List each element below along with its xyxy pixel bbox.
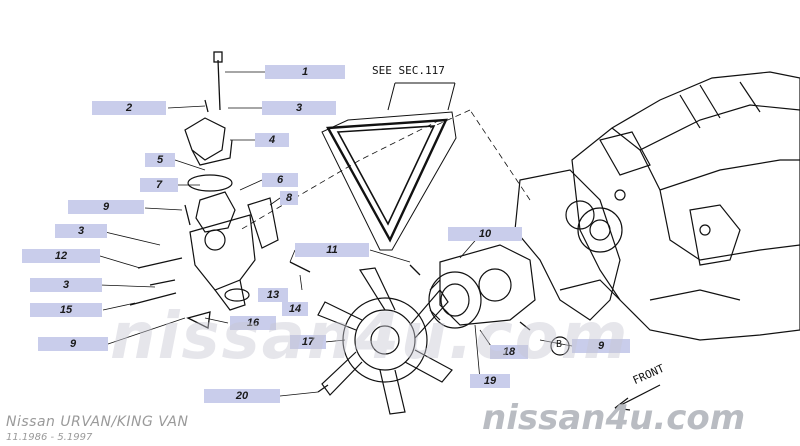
callout-9b[interactable]: 9 (38, 337, 108, 351)
callout-19[interactable]: 19 (470, 374, 510, 388)
callout-3a[interactable]: 3 (262, 101, 336, 115)
callout-8[interactable]: 8 (280, 191, 298, 205)
circled-ref-label: B (556, 339, 563, 350)
callout-18[interactable]: 18 (490, 345, 528, 359)
callout-1[interactable]: 1 (265, 65, 345, 79)
callout-4[interactable]: 4 (255, 133, 289, 147)
callout-16[interactable]: 16 (230, 316, 276, 330)
cooling-fan (317, 267, 453, 415)
callout-9c[interactable]: 9 (572, 339, 630, 353)
front-arrow-icon (614, 384, 661, 411)
callout-11[interactable]: 11 (295, 243, 369, 257)
water-pump (428, 244, 536, 329)
see-section-note: SEE SEC.117 (372, 64, 445, 77)
bolts (129, 51, 531, 393)
thermostat-housing (184, 117, 279, 311)
callout-2[interactable]: 2 (92, 101, 166, 115)
callout-6[interactable]: 6 (262, 173, 298, 187)
callout-9a[interactable]: 9 (68, 200, 144, 214)
watermark-brand: nissan4u.com (482, 398, 746, 438)
callout-10[interactable]: 10 (448, 227, 522, 241)
callout-12[interactable]: 12 (22, 249, 100, 263)
circled-ref-icon (550, 336, 570, 356)
footer-dates: 11.1986 - 5.1997 (6, 432, 93, 443)
footer-model: Nissan URVAN/KING VAN (6, 414, 189, 430)
callout-14[interactable]: 14 (282, 302, 308, 316)
callout-20[interactable]: 20 (204, 389, 280, 403)
callout-5[interactable]: 5 (145, 153, 175, 167)
drive-belt (321, 111, 457, 251)
callout-17[interactable]: 17 (290, 335, 326, 349)
engine-block (514, 71, 800, 341)
callout-3b[interactable]: 3 (55, 224, 107, 238)
callout-15[interactable]: 15 (30, 303, 102, 317)
watermark-faint: nissan4u.com (110, 300, 630, 374)
callout-13[interactable]: 13 (258, 288, 288, 302)
callout-7[interactable]: 7 (140, 178, 178, 192)
callout-3c[interactable]: 3 (30, 278, 102, 292)
